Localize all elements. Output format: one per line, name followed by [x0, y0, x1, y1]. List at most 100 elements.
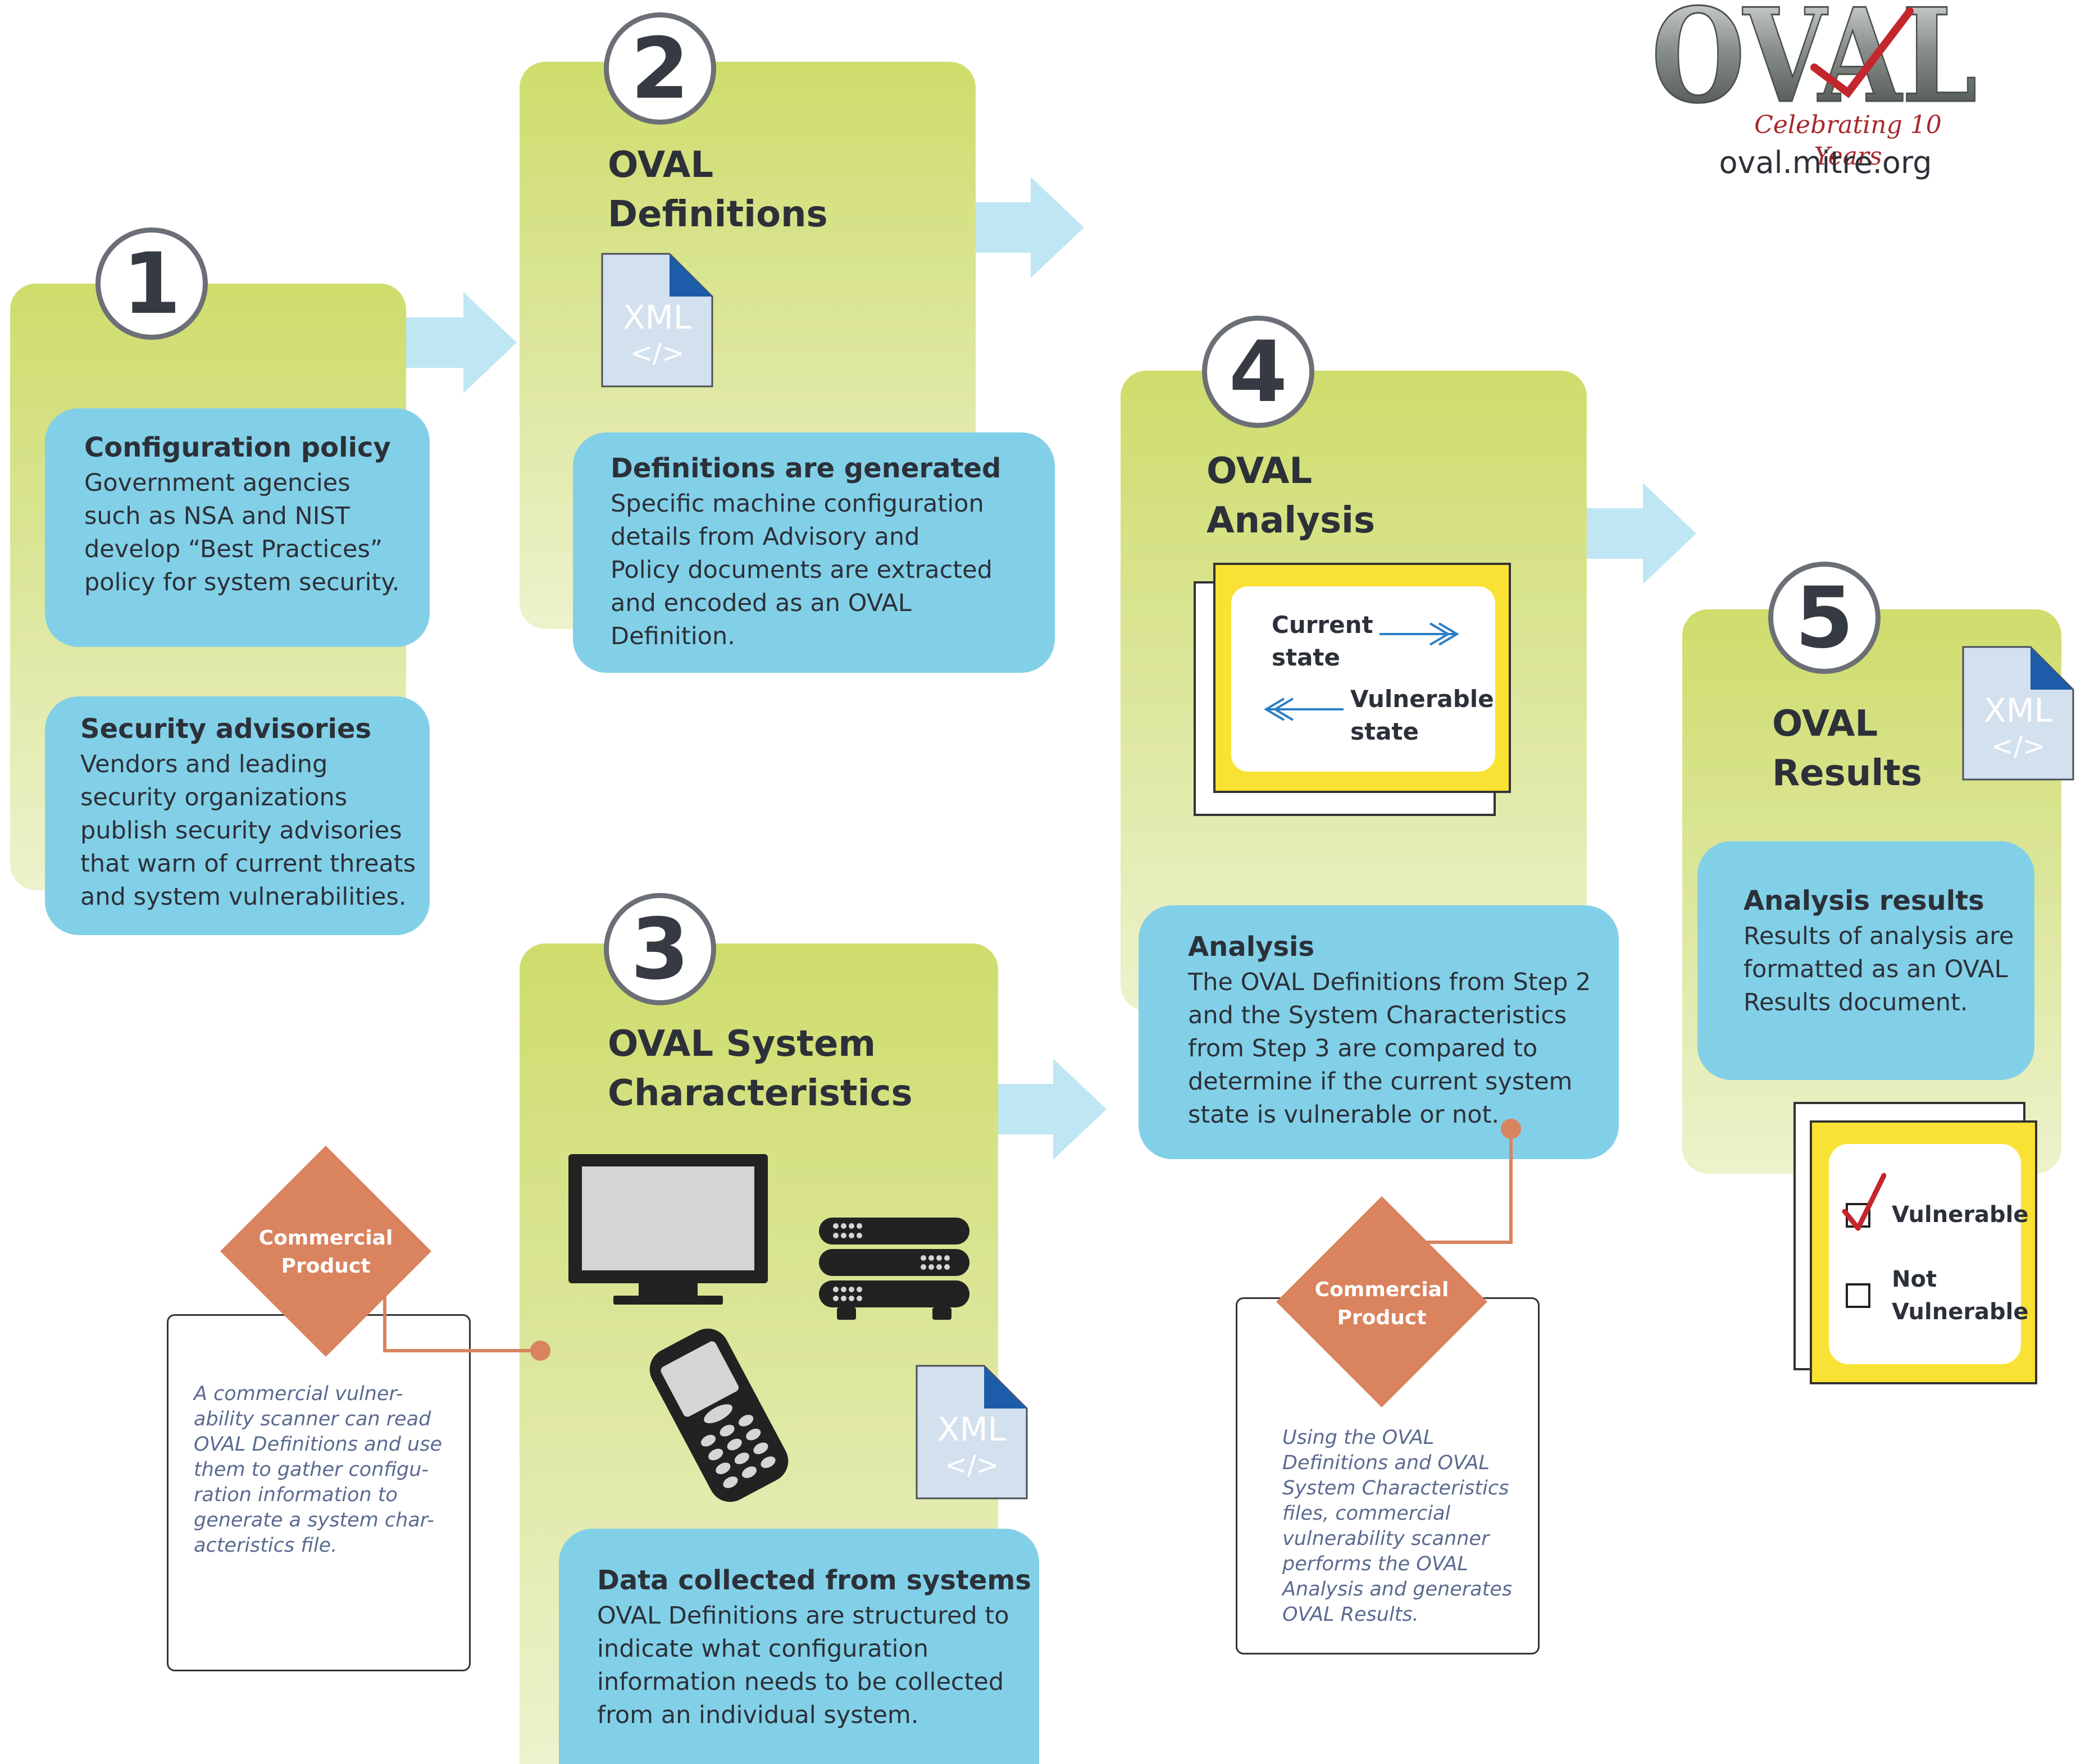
note-line: vulnerability scanner — [1282, 1528, 1490, 1550]
analysis-line: and the System Characteristics — [1188, 1001, 1567, 1029]
configuration-policy-box: Configuration policy Government agencies… — [45, 408, 430, 647]
data-collected-line: indicate what configuration — [597, 1635, 928, 1663]
configuration-policy-line: such as NSA and NIST — [84, 502, 350, 530]
xml-icon-tag: </> — [945, 1450, 999, 1481]
step-4-title: OVAL Analysis — [1207, 446, 1375, 545]
flow-arrow-4-5 — [1584, 483, 1696, 584]
security-advisories-line: publish security advisories — [80, 817, 402, 845]
step-4-number: 4 — [1202, 316, 1314, 428]
step-2-title-line: OVAL — [608, 144, 714, 186]
flow-arrow-3-4 — [994, 1059, 1107, 1160]
vulnerable-state-line: state — [1350, 718, 1419, 745]
step-4-title-line: OVAL — [1207, 450, 1313, 492]
results-card-inner: Vulnerable Not Vulnerable — [1829, 1144, 2029, 1364]
definitions-generated-line: Definition. — [611, 622, 735, 650]
definitions-generated-box: Definitions are generated Specific machi… — [573, 432, 1055, 673]
analysis-results-box: Analysis results Results of analysis are… — [1697, 841, 2034, 1080]
security-advisories-heading: Security advisories — [80, 713, 372, 745]
note-line: System Characteristics — [1282, 1477, 1509, 1499]
note-line: ration information to — [194, 1484, 398, 1506]
step-2-title: OVAL Definitions — [608, 140, 828, 239]
oval-logo-image: OVAL — [1651, 0, 1978, 118]
security-advisories-line: and system vulnerabilities. — [80, 883, 407, 911]
not-vulnerable-option-label: Not Vulnerable — [1892, 1263, 2029, 1328]
note-line: ability scanner can read — [194, 1408, 431, 1430]
security-advisories-line: security organizations — [80, 783, 348, 812]
not-vulnerable-line: Not — [1892, 1266, 1937, 1292]
configuration-policy-line: develop “Best Practices” — [84, 535, 383, 563]
not-vulnerable-checkbox[interactable] — [1846, 1283, 1870, 1308]
note-line: Using the OVAL — [1282, 1426, 1435, 1449]
note-line: them to gather configu- — [194, 1458, 429, 1481]
analysis-results-line: formatted as an OVAL — [1743, 955, 2008, 983]
data-collected-line: OVAL Definitions are structured to — [597, 1602, 1009, 1630]
step-3-title-line: Characteristics — [608, 1073, 913, 1114]
current-state-line: state — [1272, 644, 1340, 671]
current-state-line: Current — [1272, 611, 1373, 639]
arrow-left-icon — [1264, 698, 1344, 721]
commercial-product-label-line: Commercial — [1314, 1278, 1449, 1301]
vulnerable-state-label: Vulnerable state — [1350, 683, 1494, 748]
analysis-heading: Analysis — [1188, 931, 1315, 963]
definitions-generated-line: and encoded as an OVAL — [611, 589, 912, 617]
step-5-title-line: Results — [1772, 753, 1922, 794]
configuration-policy-line: Government agencies — [84, 469, 350, 497]
analysis-line: The OVAL Definitions from Step 2 — [1188, 968, 1591, 996]
not-vulnerable-line: Vulnerable — [1892, 1299, 2029, 1325]
commercial-product-note-text: Using the OVAL Definitions and OVAL Syst… — [1282, 1425, 1512, 1628]
logo-wordmark: OVAL — [1651, 0, 1977, 118]
data-collected-box: Data collected from systems OVAL Definit… — [559, 1529, 1039, 1764]
checkmark-icon — [1842, 1173, 1886, 1231]
comparison-card-inner: Current state Vulnerable state — [1231, 586, 1495, 772]
definitions-generated-line: details from Advisory and — [611, 523, 920, 551]
configuration-policy-line: policy for system security. — [84, 568, 400, 596]
analysis-line: state is vulnerable or not. — [1188, 1101, 1500, 1129]
xml-icon-label: XML — [623, 298, 691, 336]
step-3-title: OVAL System Characteristics — [608, 1019, 913, 1118]
logo-tagline: Celebrating 10 Years — [1754, 111, 1942, 171]
note-line: Definitions and OVAL — [1282, 1452, 1490, 1474]
note-line: A commercial vulner- — [194, 1383, 403, 1405]
flow-arrow-1-2 — [404, 292, 517, 393]
definitions-generated-line: Policy documents are extracted — [611, 556, 993, 584]
commercial-product-diamond — [1276, 1196, 1487, 1407]
commercial-product-diamond — [220, 1146, 431, 1357]
vulnerable-state-line: Vulnerable — [1350, 685, 1494, 713]
vulnerable-option-label: Vulnerable — [1892, 1202, 2029, 1228]
monitor-icon — [568, 1154, 768, 1305]
server-rack-icon — [819, 1218, 969, 1320]
step-4-title-line: Analysis — [1207, 500, 1376, 541]
xml-icon-label: XML — [937, 1410, 1006, 1448]
step-2-number: 2 — [604, 12, 716, 125]
data-collected-line: information needs to be collected — [597, 1668, 1004, 1696]
definitions-generated-heading: Definitions are generated — [611, 453, 1001, 484]
mobile-phone-icon — [649, 1328, 789, 1502]
note-line: generate a system char- — [194, 1509, 434, 1531]
note-line: performs the OVAL — [1282, 1553, 1468, 1575]
comparison-card: Current state Vulnerable state — [1213, 563, 1511, 793]
data-collected-heading: Data collected from systems — [597, 1565, 1031, 1596]
current-state-label: Current state — [1272, 609, 1373, 674]
security-advisories-line: Vendors and leading — [80, 750, 328, 778]
flow-arrow-2-4 — [972, 177, 1084, 278]
configuration-policy-heading: Configuration policy — [84, 432, 391, 463]
analysis-results-line: Results of analysis are — [1743, 922, 2014, 950]
analysis-line: determine if the current system — [1188, 1068, 1573, 1096]
step-3-number: 3 — [604, 893, 716, 1005]
xml-icon-tag: </> — [1991, 731, 2046, 762]
commercial-product-note-text: A commercial vulner- ability scanner can… — [194, 1382, 442, 1558]
note-line: acteristics file. — [194, 1534, 338, 1557]
step-3-title-line: OVAL System — [608, 1023, 876, 1065]
xml-icon-tag: </> — [630, 338, 685, 369]
commercial-product-note — [167, 1314, 471, 1671]
logo-url[interactable]: oval.mitre.org — [1719, 145, 1932, 180]
analysis-box: Analysis The OVAL Definitions from Step … — [1139, 905, 1619, 1159]
commercial-product-label-line: Product — [281, 1255, 371, 1278]
note-line: files, commercial — [1282, 1502, 1451, 1525]
commercial-product-label-line: Product — [1337, 1306, 1427, 1329]
step-5-title: OVAL Results — [1772, 699, 1922, 798]
security-advisories-line: that warn of current threats — [80, 850, 416, 878]
commercial-product-label: Commercial Product — [236, 1224, 416, 1280]
xml-file-icon: XML </> — [916, 1365, 1028, 1499]
step-5-title-line: OVAL — [1772, 703, 1878, 745]
